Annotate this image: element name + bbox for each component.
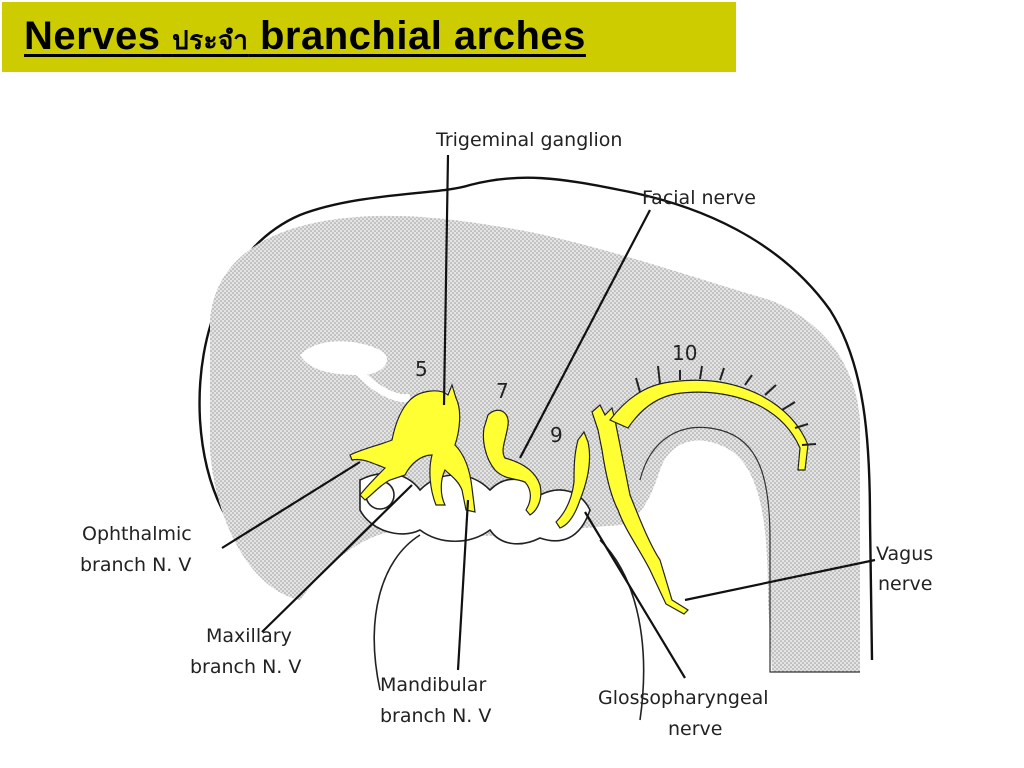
arch-number-10: 10	[672, 341, 697, 365]
cavity-channel	[352, 365, 411, 403]
title-part-thai: ประจำ	[172, 25, 249, 56]
arch-number-9: 9	[550, 423, 563, 447]
label-glosso-line2: nerve	[668, 718, 722, 740]
slide-title: Nerves ประจำ branchial arches	[24, 14, 586, 61]
facial-nerve	[482, 409, 542, 516]
label-mandibular-line2: branch N. V	[380, 705, 491, 727]
arch-number-7: 7	[496, 379, 509, 403]
glossopharyngeal-nerve	[555, 430, 591, 529]
embryo-outline	[198, 176, 874, 661]
body-curve	[373, 534, 645, 721]
leader-lines	[221, 154, 876, 679]
leader-facial	[519, 209, 651, 459]
leader-mandibular	[456, 499, 470, 671]
leader-trigeminal	[442, 154, 450, 406]
label-trigeminal-ganglion: Trigeminal ganglion	[435, 129, 622, 151]
label-vagus-line1: Vagus	[876, 543, 933, 565]
shaded-tissue	[210, 215, 860, 673]
label-vagus-line2: nerve	[878, 573, 932, 595]
label-maxillary-line2: branch N. V	[190, 656, 301, 678]
trigeminal-nerve	[349, 383, 476, 513]
label-ophthalmic-line1: Ophthalmic	[82, 523, 192, 545]
label-ophthalmic-line2: branch N. V	[80, 554, 191, 576]
label-maxillary-line1: Maxillary	[206, 625, 292, 647]
leader-maxillary	[261, 484, 413, 633]
title-banner: Nerves ประจำ branchial arches	[2, 2, 736, 72]
label-mandibular-line1: Mandibular	[380, 674, 486, 696]
vagus-region-outline	[639, 426, 860, 673]
title-part-branchial: branchial arches	[259, 13, 586, 58]
label-facial-nerve: Facial nerve	[642, 187, 756, 209]
leader-vagus	[684, 558, 876, 602]
label-glosso-line1: Glossopharyngeal	[598, 687, 769, 709]
title-part-nerves: Nerves	[24, 13, 161, 58]
vagus-nerve	[591, 365, 817, 615]
inner-cavity	[300, 341, 388, 375]
arch-number-5: 5	[415, 357, 428, 381]
leader-ophthalmic	[221, 461, 361, 549]
leader-glossopharyngeal	[584, 511, 686, 679]
